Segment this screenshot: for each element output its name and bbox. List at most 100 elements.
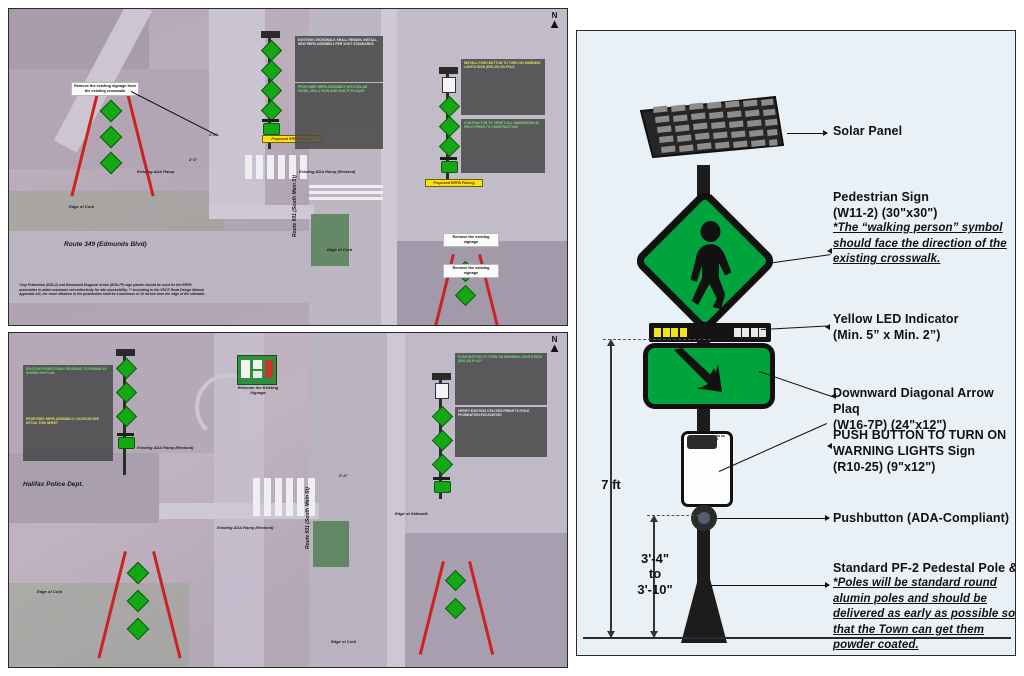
north-arrow-icon: ▲	[548, 16, 561, 31]
pushbutton[interactable]	[691, 505, 717, 531]
callout-text: Proposed RRFB Placing	[271, 137, 313, 141]
dim-arrow-7ft-down	[607, 631, 615, 638]
ground-line	[583, 637, 1011, 639]
dim-line-pushbutton	[653, 519, 655, 637]
callout-title: Standard PF-2 Pedestal Pole &	[833, 561, 1016, 575]
feature-label-existing-ada-ramp: Existing ADA Ramp	[137, 169, 175, 174]
map-rrfb-assembly-bottom-left	[111, 349, 139, 477]
feature-label-edge-of-curb-b2: Edge of Curb	[331, 639, 357, 644]
callout-pushbutton: Pushbutton (ADA-Compliant)	[833, 511, 1010, 525]
feature-label-ada-ramp-b2: Existing ADA Ramp (Revised)	[217, 525, 274, 530]
callout-spec: (R10-25) (9"x12")	[833, 460, 936, 474]
dim-label-line2: to	[648, 566, 662, 582]
street-label-route-501-bottom: Route 501 (South Main St)	[305, 487, 311, 549]
annotation-box-4: CONTRACTOR TO VERIFY ALL DIMENSIONS IN F…	[461, 119, 545, 173]
callout-pedestrian-sign: Pedestrian Sign (W11-2) (30"x30") *The “…	[833, 189, 1015, 268]
callout-title: Downward Diagonal Arrow Plaq	[833, 386, 994, 416]
callout-push-button-sign: PUSH BUTTON TO TURN ON WARNING LIGHTS Si…	[833, 427, 1015, 475]
callout-remove-signage-top-2: Remove the existing signage	[443, 233, 499, 247]
solar-panel	[635, 95, 785, 167]
callout-title: Yellow LED Indicator	[833, 312, 959, 326]
callout-yellow-led: Yellow LED Indicator (Min. 5” x Min. 2”)	[833, 311, 1015, 343]
bottom-aerial-imagery	[9, 333, 567, 667]
dim-arrow-pb-down	[650, 631, 658, 638]
callout-text: Remove the existing signage from the exi…	[74, 84, 136, 93]
solar-panel-icon	[639, 95, 785, 159]
map-rrfb-assembly-top-right	[434, 67, 462, 187]
callout-arrow-plaque: Downward Diagonal Arrow Plaq (W16-7P) (2…	[833, 385, 1015, 433]
leader-arrow-pushbutton	[825, 515, 830, 521]
north-arrow-bottom: N ▲	[548, 335, 561, 355]
relocate-signage-graphic	[237, 355, 277, 385]
annotation-text: EXISTING CROSSWALK SHALL REMAIN. INSTALL…	[298, 38, 377, 47]
feature-label-edge-of-curb-top: Edge of Curb	[69, 204, 95, 209]
feature-label-edge-of-sidewalk: Edge of Sidewalk	[395, 511, 428, 516]
dim-tick-7ft-top	[603, 339, 711, 340]
annotation-text: CONTRACTOR TO VERIFY ALL DIMENSIONS IN F…	[464, 121, 539, 130]
leader-arrow-pedestal-pole	[825, 582, 830, 588]
north-arrow-top: N ▲	[548, 11, 561, 31]
map-rrfb-assembly-bottom-right	[427, 373, 455, 501]
dim-line-7ft	[610, 343, 612, 637]
callout-note: *The “walking person” symbol should face…	[833, 222, 1007, 266]
map-remove-marker-1	[70, 89, 155, 199]
leader-pedestal-pole	[711, 585, 829, 586]
leader-arrow-led	[825, 324, 830, 330]
top-aerial-map-panel: Remove the existing signage from the exi…	[8, 8, 568, 326]
rrfb-detail-drawing: PUSH BUTTON TO TURN ON WARNING LIGHTS 7 …	[583, 37, 1015, 651]
leader-arrow-solar-panel	[823, 130, 828, 136]
leader-arrow-pedestrian-sign	[827, 248, 832, 254]
callout-text: Proposed RRFB Placing	[433, 181, 475, 185]
feature-label-edge-of-curb-top-2: Edge of Curb	[327, 247, 353, 252]
bottom-aerial-map-panel: Relocate the Existing Signage Proposed R…	[8, 332, 568, 668]
map-rrfb-assembly-top-left	[256, 31, 284, 151]
map-remove-marker-4	[418, 561, 495, 657]
leader-pushbutton	[717, 518, 829, 519]
pedestrian-sign-icon	[636, 192, 774, 330]
annotation-box-b2: PROPOSED RRFB ASSEMBLY LOCATION SEE DETA…	[23, 415, 113, 461]
pedestrian-sign	[631, 187, 779, 335]
callout-text: Remove the existing signage	[452, 266, 490, 275]
callout-relocate-signage: Relocate the Existing Signage	[237, 385, 279, 395]
annotation-box-2: PROPOSED RRFB ASSEMBLY WITH SOLAR PANEL,…	[295, 83, 383, 149]
dim-label-line1: 3'-4"	[640, 551, 670, 566]
annotation-text: PROPOSED RRFB ASSEMBLY WITH SOLAR PANEL,…	[298, 85, 368, 94]
map-footnote: *Any Pedestrian (W11-2) and Downward Dia…	[19, 283, 206, 297]
led-bank-right	[733, 328, 766, 337]
push-button-sign-top-band	[687, 435, 717, 449]
callout-proposed-rrfb-top-2: Proposed RRFB Placing	[425, 179, 483, 188]
dimension-label-top-1: 2'-0"	[209, 132, 218, 137]
dimension-label-b1: 2'-0"	[339, 473, 348, 478]
dim-arrow-7ft-up	[607, 339, 615, 346]
callout-spec: (W16-7P) (24"x12")	[833, 418, 947, 432]
annotation-text: INSTALL PUSH BUTTON TO TURN ON WARNING L…	[464, 61, 541, 70]
dim-arrow-pb-up	[650, 515, 658, 522]
callout-text: Remove the existing signage	[452, 235, 490, 244]
dimension-label-top-2: 2' 6"	[189, 157, 198, 162]
callout-title-2: WARNING LIGHTS Sign	[833, 444, 976, 458]
north-arrow-icon: ▲	[548, 340, 561, 355]
feature-label-police-dept: Halifax Police Dept.	[23, 481, 84, 488]
dim-tick-pushbutton-top	[647, 515, 699, 516]
callout-pedestal-pole: Standard PF-2 Pedestal Pole & *Poles wil…	[833, 560, 1016, 654]
downward-diagonal-arrow-plaque	[643, 343, 775, 409]
dim-label-line3: 3'-10"	[637, 581, 673, 597]
annotation-box-b3: PUSH BUTTON TO TURN ON WARNING LIGHTS SI…	[455, 353, 547, 405]
callout-title: PUSH BUTTON TO TURN ON	[833, 428, 1007, 442]
leader-pushbutton-sign	[718, 423, 828, 472]
annotation-box-b4: VERIFY EXISTING UTILITIES PRIOR TO POLE …	[455, 407, 547, 457]
callout-title: Pedestrian Sign	[833, 190, 929, 204]
callout-spec: (W11-2) (30"x30")	[833, 206, 938, 220]
dim-label-7ft: 7 ft	[601, 477, 621, 492]
yellow-led-indicator	[649, 323, 771, 342]
feature-label-existing-ada-ramp-2: Existing ADA Ramp (Revised)	[299, 169, 356, 174]
callout-solar-panel: Solar Panel	[833, 124, 903, 138]
leader-arrow-pushbutton-sign	[827, 443, 832, 449]
callout-spec: (Min. 5” x Min. 2”)	[833, 328, 941, 342]
callout-remove-signage-top-3: Remove the existing signage	[443, 264, 499, 278]
callout-remove-signage-top: Remove the existing signage from the exi…	[71, 82, 139, 96]
feature-label-ada-ramp-b1: Existing ADA Ramp (Revised)	[137, 445, 194, 450]
dim-label-pushbutton: 3'-4" to 3'-10"	[619, 551, 691, 597]
leader-solar-panel	[787, 133, 827, 134]
